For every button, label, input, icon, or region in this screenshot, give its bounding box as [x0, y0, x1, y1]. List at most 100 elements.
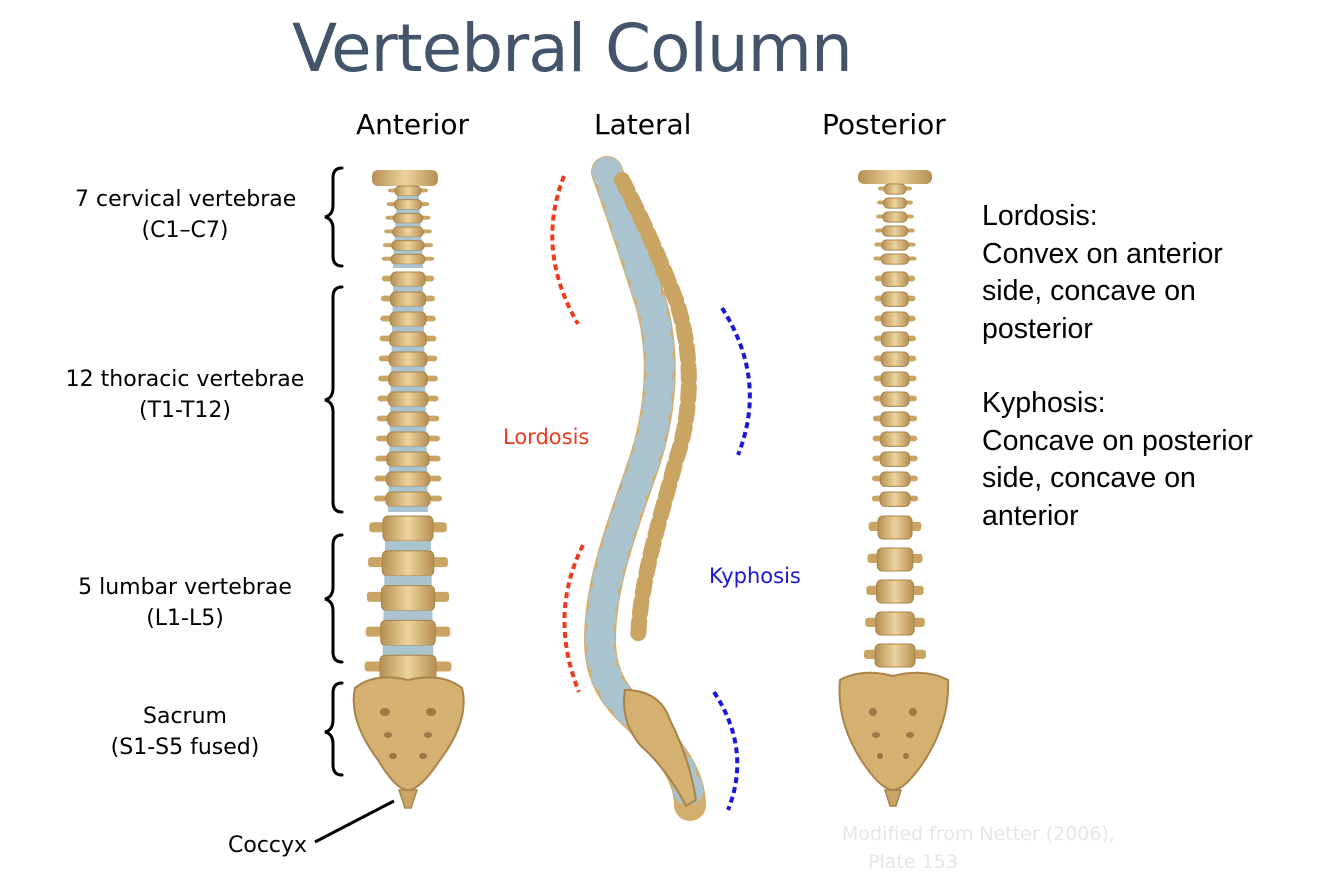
vertebra: [878, 516, 912, 539]
note-line: side, concave on: [982, 273, 1223, 311]
vertebra: [392, 241, 424, 251]
vertebra: [386, 472, 429, 486]
credit-line: Plate 153: [842, 848, 1115, 876]
vertebra: [877, 548, 913, 571]
region-range: (L1-L5): [75, 603, 295, 634]
posterior-spine: [839, 170, 948, 806]
vertebra: [880, 492, 910, 506]
lordosis-note: Lordosis: Convex on anterior side, conca…: [982, 198, 1223, 348]
intervertebral-disc: [392, 326, 424, 332]
posterior-sacrum: [839, 673, 948, 790]
vertebra: [394, 200, 422, 210]
intervertebral-disc: [394, 251, 422, 255]
vertebra: [383, 516, 433, 541]
note-line: anterior: [982, 498, 1253, 536]
vertebra: [881, 412, 910, 426]
region-range: (C1–C7): [75, 215, 295, 246]
vertebra: [389, 352, 427, 366]
image-credit: Modified from Netter (2006), Plate 153: [842, 820, 1115, 876]
brace-lumbar: [325, 535, 342, 662]
vertebra: [387, 432, 428, 446]
credit-line: Modified from Netter (2006),: [842, 820, 1115, 848]
vertebra: [391, 254, 425, 264]
intervertebral-disc: [383, 645, 434, 655]
intervertebral-disc: [395, 237, 422, 241]
kyphosis-label: Kyphosis: [709, 564, 801, 588]
kyphosis-curve-sacral: [714, 692, 737, 810]
vertebra: [877, 580, 914, 603]
intervertebral-disc: [385, 541, 431, 551]
kyphosis-curve-thoracic: [722, 308, 750, 455]
intervertebral-disc: [389, 466, 427, 472]
vertebra: [391, 292, 426, 306]
brace-thoracic: [325, 287, 342, 512]
anterior-sacrum: [354, 677, 464, 790]
note-line: Concave on posterior: [982, 423, 1253, 461]
lateral-spine: [600, 172, 696, 806]
vertebra: [880, 452, 909, 466]
intervertebral-disc: [384, 611, 433, 621]
posterior-coccyx: [885, 790, 901, 806]
vertebra: [880, 472, 910, 486]
vertebra: [386, 492, 430, 506]
intervertebral-disc: [392, 346, 425, 352]
vertebra: [881, 372, 909, 386]
intervertebral-disc: [390, 406, 425, 412]
vertebra: [882, 292, 908, 306]
intervertebral-disc: [388, 486, 427, 492]
vertebra: [883, 212, 907, 222]
vertebra: [875, 644, 915, 667]
vertebra: [391, 272, 425, 286]
intervertebral-disc: [388, 506, 428, 512]
region-name: 5 lumbar vertebrae: [75, 572, 295, 603]
vertebra: [382, 586, 435, 611]
lordosis-curve-lumbar: [564, 545, 583, 692]
intervertebral-disc: [393, 286, 423, 292]
intervertebral-disc: [396, 210, 420, 214]
vertebra: [881, 254, 909, 264]
vertebra: [395, 186, 421, 196]
brace-sacrum: [325, 683, 342, 775]
region-range: (S1-S5 fused): [75, 732, 295, 763]
anterior-spine: [354, 170, 464, 808]
vertebra: [389, 372, 428, 386]
vertebra: [388, 412, 428, 426]
vertebra: [388, 392, 427, 406]
note-line: Convex on anterior: [982, 236, 1223, 274]
kyphosis-note: Kyphosis: Concave on posterior side, con…: [982, 385, 1253, 535]
intervertebral-disc: [397, 196, 419, 200]
note-line: side, concave on: [982, 460, 1253, 498]
vertebra: [393, 213, 422, 223]
vertebra: [883, 198, 906, 208]
vertebra: [881, 352, 908, 366]
note-heading: Lordosis:: [982, 198, 1223, 236]
region-label-lumbar: 5 lumbar vertebrae (L1-L5): [75, 572, 295, 634]
intervertebral-disc: [389, 446, 426, 452]
vertebra: [882, 272, 908, 286]
intervertebral-disc: [391, 386, 426, 392]
vertebra: [881, 332, 908, 346]
vertebra: [881, 432, 910, 446]
vertebra: [390, 332, 427, 346]
vertebra: [876, 612, 915, 635]
lordosis-label: Lordosis: [503, 425, 589, 449]
brace-cervical: [325, 168, 342, 266]
vertebra: [884, 184, 906, 194]
region-name: 12 thoracic vertebrae: [65, 364, 305, 395]
vertebra: [387, 452, 429, 466]
vertebra: [882, 226, 908, 236]
coccyx-label: Coccyx: [228, 830, 307, 861]
vertebra: [381, 620, 436, 645]
vertebra: [882, 240, 909, 250]
intervertebral-disc: [393, 306, 424, 312]
intervertebral-disc: [391, 366, 425, 372]
region-name: Sacrum: [75, 701, 295, 732]
vertebra: [881, 392, 909, 406]
lordosis-curve-cervical: [552, 176, 578, 324]
vertebra: [393, 227, 424, 237]
intervertebral-disc: [393, 264, 423, 268]
region-braces: [325, 168, 342, 775]
note-line: posterior: [982, 311, 1223, 349]
intervertebral-disc: [395, 223, 420, 227]
intervertebral-disc: [390, 426, 426, 432]
